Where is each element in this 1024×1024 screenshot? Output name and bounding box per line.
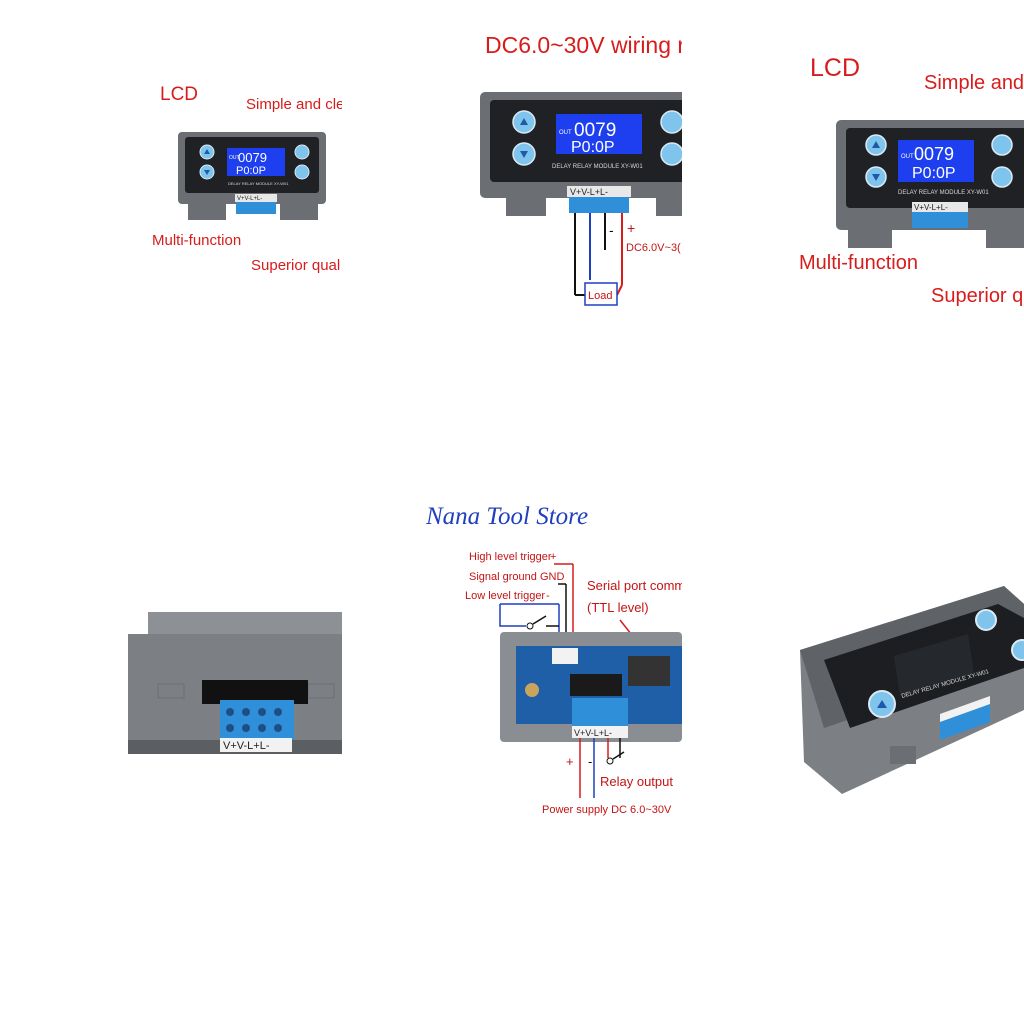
svg-text:Load: Load (588, 290, 612, 302)
svg-text:V+V-L+L-: V+V-L+L- (237, 196, 262, 202)
svg-text:0079: 0079 (914, 144, 954, 164)
tile-5-internal-wiring: High level trigger + Signal ground GND L… (460, 548, 682, 828)
relay-module-small: OUT 0079 P0:0P DELAY RELAY MODULE XY-W01… (178, 132, 326, 220)
label-high-sign: + (550, 551, 557, 563)
label-low-trigger: Low level trigger (465, 590, 546, 602)
relay-module-large: OUT 0079 P0:0P DELAY RELAY MODULE XY-W01… (836, 120, 1024, 248)
label-lcd: LCD (160, 84, 199, 105)
tile-2-wiring: DC6.0~30V wiring r OUT 0079 P0:0P DELAY … (470, 30, 682, 320)
label-superior: Superior qual (251, 257, 341, 274)
label-multi-function-2: Multi-function (799, 252, 918, 274)
svg-text:0079: 0079 (238, 150, 267, 165)
store-name: Nana Tool Store (426, 503, 589, 530)
label-serial: Serial port comm (587, 578, 682, 593)
label-power-supply: Power supply DC 6.0~30V (542, 804, 672, 816)
tile-4-back-view: V+V-L+L- (128, 600, 342, 770)
wiring-minus: - (609, 222, 614, 238)
svg-text:DELAY RELAY MODULE XY-W01: DELAY RELAY MODULE XY-W01 (898, 190, 989, 196)
relay-module-back: V+V-L+L- (128, 612, 342, 754)
relay-module-open: V+V-L+L- (499, 563, 682, 798)
relay-module-wiring: OUT 0079 P0:0P DELAY RELAY MODULE XY-W01… (480, 92, 682, 306)
label-lcd-2: LCD (810, 54, 861, 82)
svg-text:0079: 0079 (574, 120, 616, 141)
svg-text:DELAY RELAY MODULE XY-W01: DELAY RELAY MODULE XY-W01 (228, 181, 289, 186)
label-multi-function: Multi-function (152, 232, 242, 249)
svg-text:OUT: OUT (229, 155, 240, 161)
label-ttl: (TTL level) (587, 600, 649, 615)
tile-3-module: LCD Simple and OUT 0079 P0:0P DELAY RELA… (790, 50, 1024, 320)
wiring-plus: + (627, 220, 636, 236)
svg-text:P0:0P: P0:0P (236, 165, 266, 177)
svg-text:V+V-L+L-: V+V-L+L- (223, 740, 270, 752)
label-relay-output: Relay output (600, 774, 673, 789)
tile-1-small-module: LCD Simple and cle OUT 0079 P0:0P DELAY … (130, 80, 342, 280)
svg-text:P0:0P: P0:0P (571, 139, 615, 156)
relay-module-angled: DELAY RELAY MODULE XY-W01 (800, 586, 1024, 794)
label-superior-2: Superior q (931, 285, 1024, 307)
wiring-title: DC6.0~30V wiring r (485, 32, 682, 58)
label-high-trigger: High level trigger (469, 551, 552, 563)
svg-text:OUT: OUT (901, 154, 914, 160)
tile-6-angled-view: DELAY RELAY MODULE XY-W01 (790, 570, 1024, 810)
svg-text:OUT: OUT (559, 130, 572, 136)
svg-text:V+V-L+L-: V+V-L+L- (914, 203, 948, 212)
label-low-sign: - (546, 590, 550, 602)
svg-text:V+V-L+L-: V+V-L+L- (570, 187, 608, 197)
label-supply-plus: + (566, 754, 574, 769)
label-signal-gnd: Signal ground GND (469, 571, 565, 583)
svg-text:DELAY RELAY MODULE XY-W01: DELAY RELAY MODULE XY-W01 (552, 164, 643, 170)
svg-text:P0:0P: P0:0P (912, 165, 956, 182)
label-simple: Simple and cle (246, 96, 342, 113)
label-supply-minus: - (588, 754, 593, 769)
svg-text:V+V-L+L-: V+V-L+L- (574, 728, 612, 738)
label-simple-2: Simple and (924, 72, 1024, 94)
wiring-dc-label: DC6.0V~3( (626, 242, 681, 254)
